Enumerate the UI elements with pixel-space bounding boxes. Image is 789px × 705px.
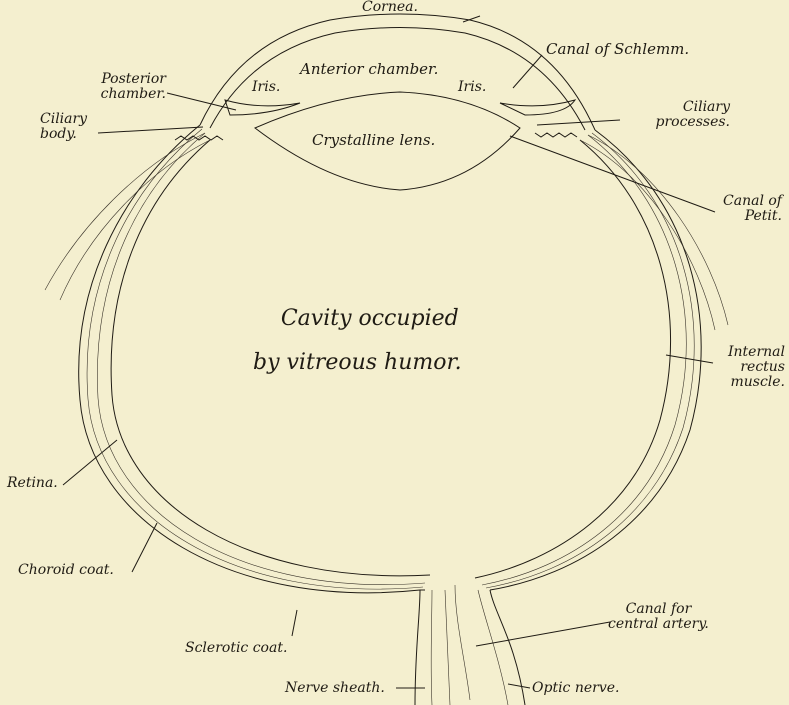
sclera-outer-right: [490, 130, 701, 590]
label-internal-rectus-line1: Internal: [705, 345, 785, 360]
label-canal-for-central-artery-line1: Canal for: [608, 602, 709, 617]
label-iris-right: Iris.: [458, 80, 486, 95]
label-choroid-coat: Choroid coat.: [18, 563, 114, 578]
label-ciliary-body-line2: body.: [40, 127, 87, 142]
label-posterior-chamber-line1: Posterior: [86, 72, 166, 87]
optic-nerve-right: [490, 590, 525, 705]
label-iris-left: Iris.: [252, 80, 280, 95]
iris-right: [500, 100, 575, 115]
label-ciliary-processes-line1: Ciliary: [620, 100, 730, 115]
label-canal-of-petit: Canal of Petit.: [700, 194, 782, 224]
label-canal-for-central-artery: Canal for central artery.: [608, 602, 709, 632]
label-ciliary-body-line1: Ciliary: [40, 112, 87, 127]
label-sclerotic-coat: Sclerotic coat.: [185, 641, 287, 656]
label-cavity-line1: Cavity occupied: [278, 306, 462, 332]
label-canal-for-central-artery-line2: central artery.: [608, 617, 709, 632]
label-ciliary-processes: Ciliary processes.: [620, 100, 730, 130]
label-crystalline-lens: Crystalline lens.: [312, 133, 435, 148]
label-cornea: Cornea.: [362, 0, 418, 15]
label-canal-of-petit-line1: Canal of: [700, 194, 782, 209]
label-canal-of-petit-line2: Petit.: [700, 209, 782, 224]
label-anterior-chamber: Anterior chamber.: [300, 62, 438, 77]
iris-left: [225, 100, 300, 115]
label-ciliary-body: Ciliary body.: [40, 112, 87, 142]
label-internal-rectus: Internal rectus muscle.: [705, 345, 785, 390]
label-ciliary-processes-line2: processes.: [620, 115, 730, 130]
label-cavity: Cavity occupied by vitreous humor.: [278, 306, 462, 376]
label-posterior-chamber-line2: chamber.: [86, 87, 166, 102]
label-cavity-line2: by vitreous humor.: [253, 350, 462, 376]
label-posterior-chamber: Posterior chamber.: [86, 72, 166, 102]
label-canal-of-schlemm: Canal of Schlemm.: [546, 42, 689, 57]
label-optic-nerve: Optic nerve.: [532, 681, 619, 696]
label-internal-rectus-line3: muscle.: [705, 375, 785, 390]
label-nerve-sheath: Nerve sheath.: [285, 681, 385, 696]
label-internal-rectus-line2: rectus: [705, 360, 785, 375]
label-retina: Retina.: [7, 476, 58, 491]
